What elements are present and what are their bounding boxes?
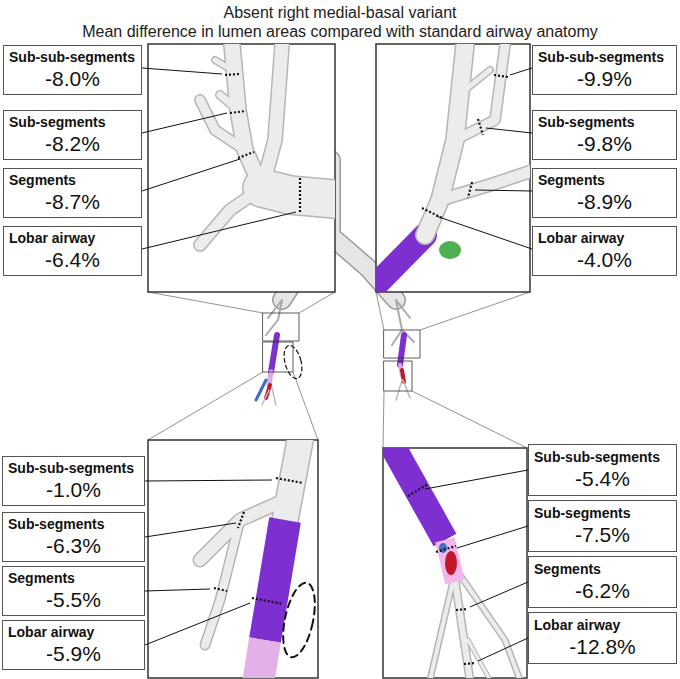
airway-level: Segments — [534, 561, 671, 578]
measure-box: Sub-sub-segments-9.9% — [532, 45, 677, 95]
percent-value: -8.0% — [9, 66, 136, 91]
percent-value: -7.5% — [534, 522, 671, 547]
airway-level: Sub-sub-segments — [8, 460, 139, 477]
measure-box: Sub-segments-7.5% — [528, 500, 677, 552]
figure-title: Absent right medial-basal variant — [0, 4, 680, 22]
airway-level: Lobar airway — [8, 624, 139, 641]
airway-level: Sub-segments — [8, 516, 139, 533]
percent-value: -8.9% — [538, 189, 671, 214]
figure-subtitle: Mean difference in lumen areas compared … — [0, 23, 680, 41]
percent-value: -9.9% — [538, 66, 671, 91]
measure-box: Lobar airway-12.8% — [528, 612, 677, 664]
measure-box: Sub-sub-segments-8.0% — [3, 45, 142, 95]
measure-box: Sub-sub-segments-1.0% — [2, 456, 145, 506]
percent-value: -12.8% — [534, 634, 671, 659]
measure-box: Sub-segments-9.8% — [532, 110, 677, 160]
airway-level: Sub-segments — [538, 114, 671, 131]
airway-level: Lobar airway — [9, 230, 136, 247]
measure-marks — [214, 74, 508, 664]
zoom-panel — [148, 44, 345, 292]
measure-box: Sub-segments-6.3% — [2, 512, 145, 562]
percent-value: -6.2% — [534, 578, 671, 603]
measure-box: Lobar airway-4.0% — [532, 226, 677, 276]
zoom-lines — [148, 292, 530, 448]
measure-box: Lobar airway-6.4% — [3, 226, 142, 276]
percent-value: -4.0% — [538, 247, 671, 272]
airway-level: Sub-segments — [534, 505, 671, 522]
measure-box: Sub-segments-8.2% — [3, 110, 142, 160]
zoom-panel — [148, 430, 321, 679]
measure-box: Segments-5.5% — [2, 566, 145, 616]
percent-value: -6.4% — [9, 247, 136, 272]
percent-value: -5.5% — [8, 587, 139, 612]
zoom-panel — [366, 44, 535, 295]
measure-box: Segments-8.7% — [3, 168, 142, 218]
measure-box: Segments-8.9% — [532, 168, 677, 218]
percent-value: -8.7% — [9, 189, 136, 214]
percent-value: -6.3% — [8, 533, 139, 558]
percent-value: -1.0% — [8, 477, 139, 502]
airway-level: Lobar airway — [538, 230, 671, 247]
airway-level: Segments — [8, 570, 139, 587]
measure-box: Segments-6.2% — [528, 556, 677, 608]
airway-level: Sub-sub-segments — [9, 49, 136, 66]
zoom-panel — [383, 438, 527, 679]
percent-value: -5.9% — [8, 641, 139, 666]
measure-box: Sub-sub-segments-5.4% — [528, 444, 677, 496]
leader-lines — [142, 68, 532, 661]
airway-level: Lobar airway — [534, 617, 671, 634]
percent-value: -9.8% — [538, 131, 671, 156]
percent-value: -5.4% — [534, 466, 671, 491]
airway-level: Segments — [538, 172, 671, 189]
airway-level: Segments — [9, 172, 136, 189]
airway-level: Sub-sub-segments — [538, 49, 671, 66]
airway-level: Sub-segments — [9, 114, 136, 131]
airway-level: Sub-sub-segments — [534, 449, 671, 466]
percent-value: -8.2% — [9, 131, 136, 156]
measure-box: Lobar airway-5.9% — [2, 620, 145, 670]
